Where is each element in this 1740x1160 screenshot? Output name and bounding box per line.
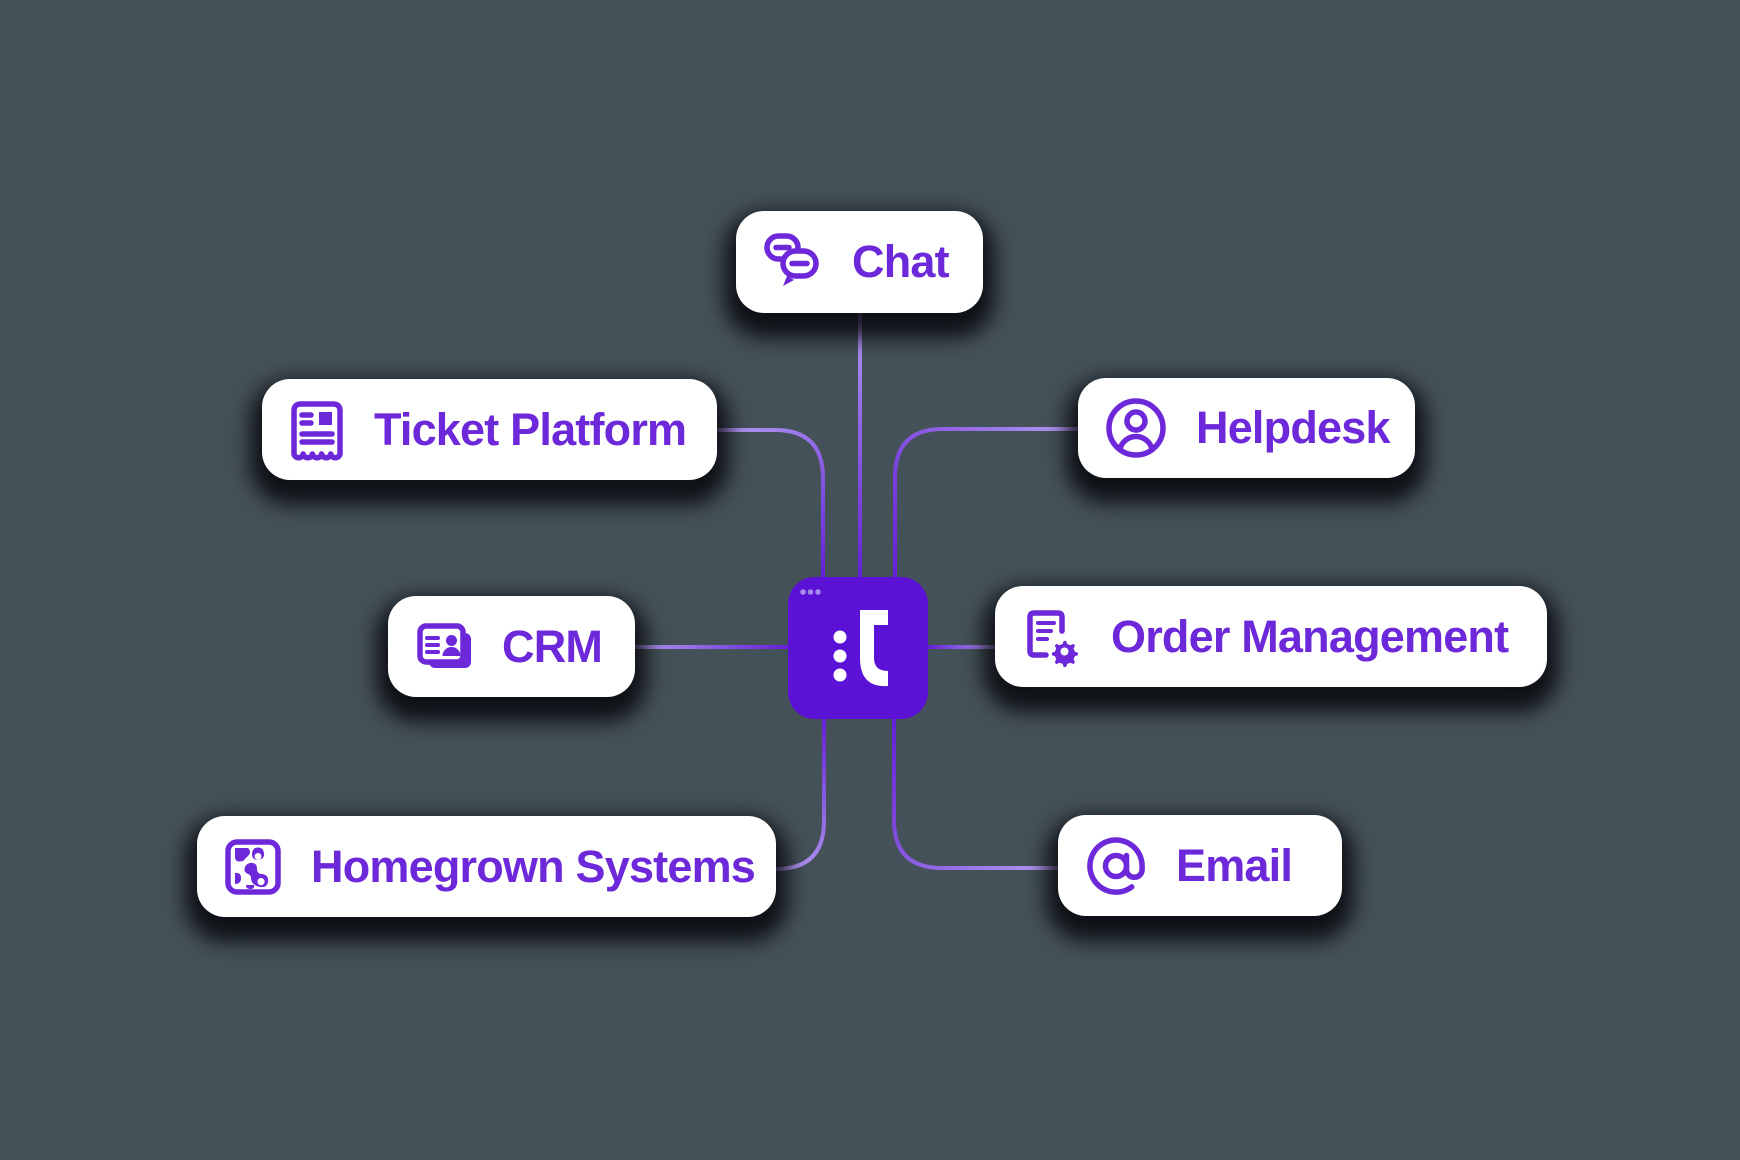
node-label: Email: [1176, 839, 1293, 891]
user-circle-icon: [1105, 397, 1167, 459]
node-ticket-platform: Ticket Platform: [262, 379, 717, 480]
node-label: Order Management: [1111, 610, 1509, 662]
wire-helpdesk: [893, 427, 1080, 579]
node-label: Helpdesk: [1196, 402, 1390, 453]
ticket-receipt-icon: [289, 399, 345, 461]
document-gear-icon: [1022, 607, 1082, 667]
node-order-management: Order Management: [995, 586, 1547, 687]
custom-systems-icon: [224, 837, 282, 897]
node-helpdesk: Helpdesk: [1078, 378, 1415, 478]
node-label: Ticket Platform: [374, 403, 687, 455]
wire-email: [892, 717, 1060, 870]
contact-card-icon: [415, 618, 473, 676]
node-label: CRM: [502, 620, 603, 672]
wire-home: [774, 717, 826, 871]
node-email: Email: [1058, 815, 1342, 916]
node-label: Chat: [852, 236, 950, 287]
node-homegrown-systems: Homegrown Systems: [197, 816, 776, 917]
node-label: Homegrown Systems: [311, 840, 756, 892]
node-crm: CRM: [388, 596, 635, 697]
wire-ticket: [715, 428, 825, 579]
chat-bubbles-icon: [763, 231, 823, 293]
hub-logo-tile: [788, 577, 928, 719]
node-chat: Chat: [736, 211, 983, 313]
t-logo: [800, 589, 888, 687]
at-sign-icon: [1085, 835, 1147, 897]
